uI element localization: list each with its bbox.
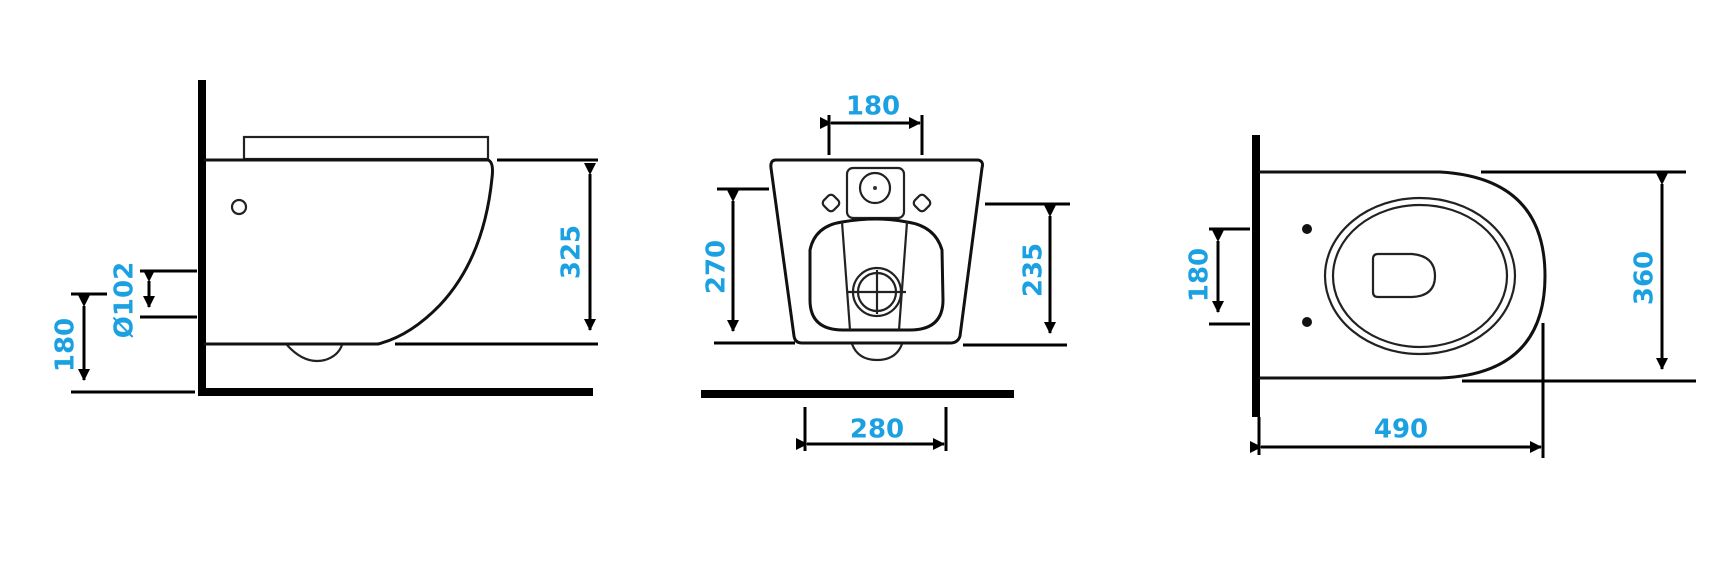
dimension-label: 270 bbox=[702, 240, 732, 294]
top-view: 180 360 490 bbox=[1185, 135, 1696, 458]
dimension-label: 490 bbox=[1374, 415, 1428, 445]
dimension-inlet-spacing: 180 bbox=[820, 92, 924, 155]
front-view: 180 270 235 280 bbox=[701, 92, 1070, 451]
dimension-outlet-height: 180 bbox=[51, 292, 195, 394]
trap-bump bbox=[850, 343, 904, 362]
dimension-label: 180 bbox=[846, 92, 900, 122]
dimension-fixing-spacing: 180 bbox=[1185, 227, 1250, 326]
dimension-label: 180 bbox=[51, 318, 81, 372]
fixing-dot-lower bbox=[1302, 317, 1312, 327]
dimension-label: Ø102 bbox=[110, 262, 140, 338]
side-view: 325 Ø102 180 bbox=[51, 80, 598, 396]
seat-lid bbox=[242, 135, 490, 161]
dimension-label: 235 bbox=[1019, 243, 1049, 297]
inlet-housing bbox=[845, 166, 906, 220]
dimension-length: 490 bbox=[1250, 323, 1545, 458]
dimension-right-height: 235 bbox=[963, 202, 1070, 347]
dimension-left-height: 270 bbox=[702, 187, 795, 345]
seat-rim-inner bbox=[1331, 203, 1509, 349]
top-body bbox=[1258, 170, 1547, 380]
dimension-325: 325 bbox=[395, 158, 598, 346]
dimension-label: 360 bbox=[1630, 251, 1660, 305]
seat-rim-outer bbox=[1323, 196, 1517, 356]
fixing-boss-left bbox=[821, 193, 841, 213]
front-body bbox=[769, 158, 984, 345]
dimension-base-width: 280 bbox=[796, 407, 948, 451]
fixing-hole bbox=[230, 198, 248, 216]
bowl-rim bbox=[808, 217, 945, 332]
fixing-dot-upper bbox=[1302, 224, 1312, 234]
dimension-label: 325 bbox=[557, 225, 587, 279]
channel-line-left bbox=[840, 221, 852, 331]
dimension-width: 360 bbox=[1462, 170, 1696, 383]
bowl-body bbox=[203, 158, 494, 346]
bowl-outlet bbox=[1371, 252, 1437, 299]
dimension-label: 180 bbox=[1185, 248, 1215, 302]
trap-bump bbox=[286, 344, 344, 363]
dimension-label: 280 bbox=[850, 415, 904, 445]
inlet-dot bbox=[873, 186, 877, 190]
dimension-outlet-diameter: Ø102 bbox=[110, 262, 197, 338]
inlet-circle bbox=[858, 171, 892, 205]
channel-line-right bbox=[897, 221, 909, 331]
fixing-boss-right bbox=[912, 193, 932, 213]
